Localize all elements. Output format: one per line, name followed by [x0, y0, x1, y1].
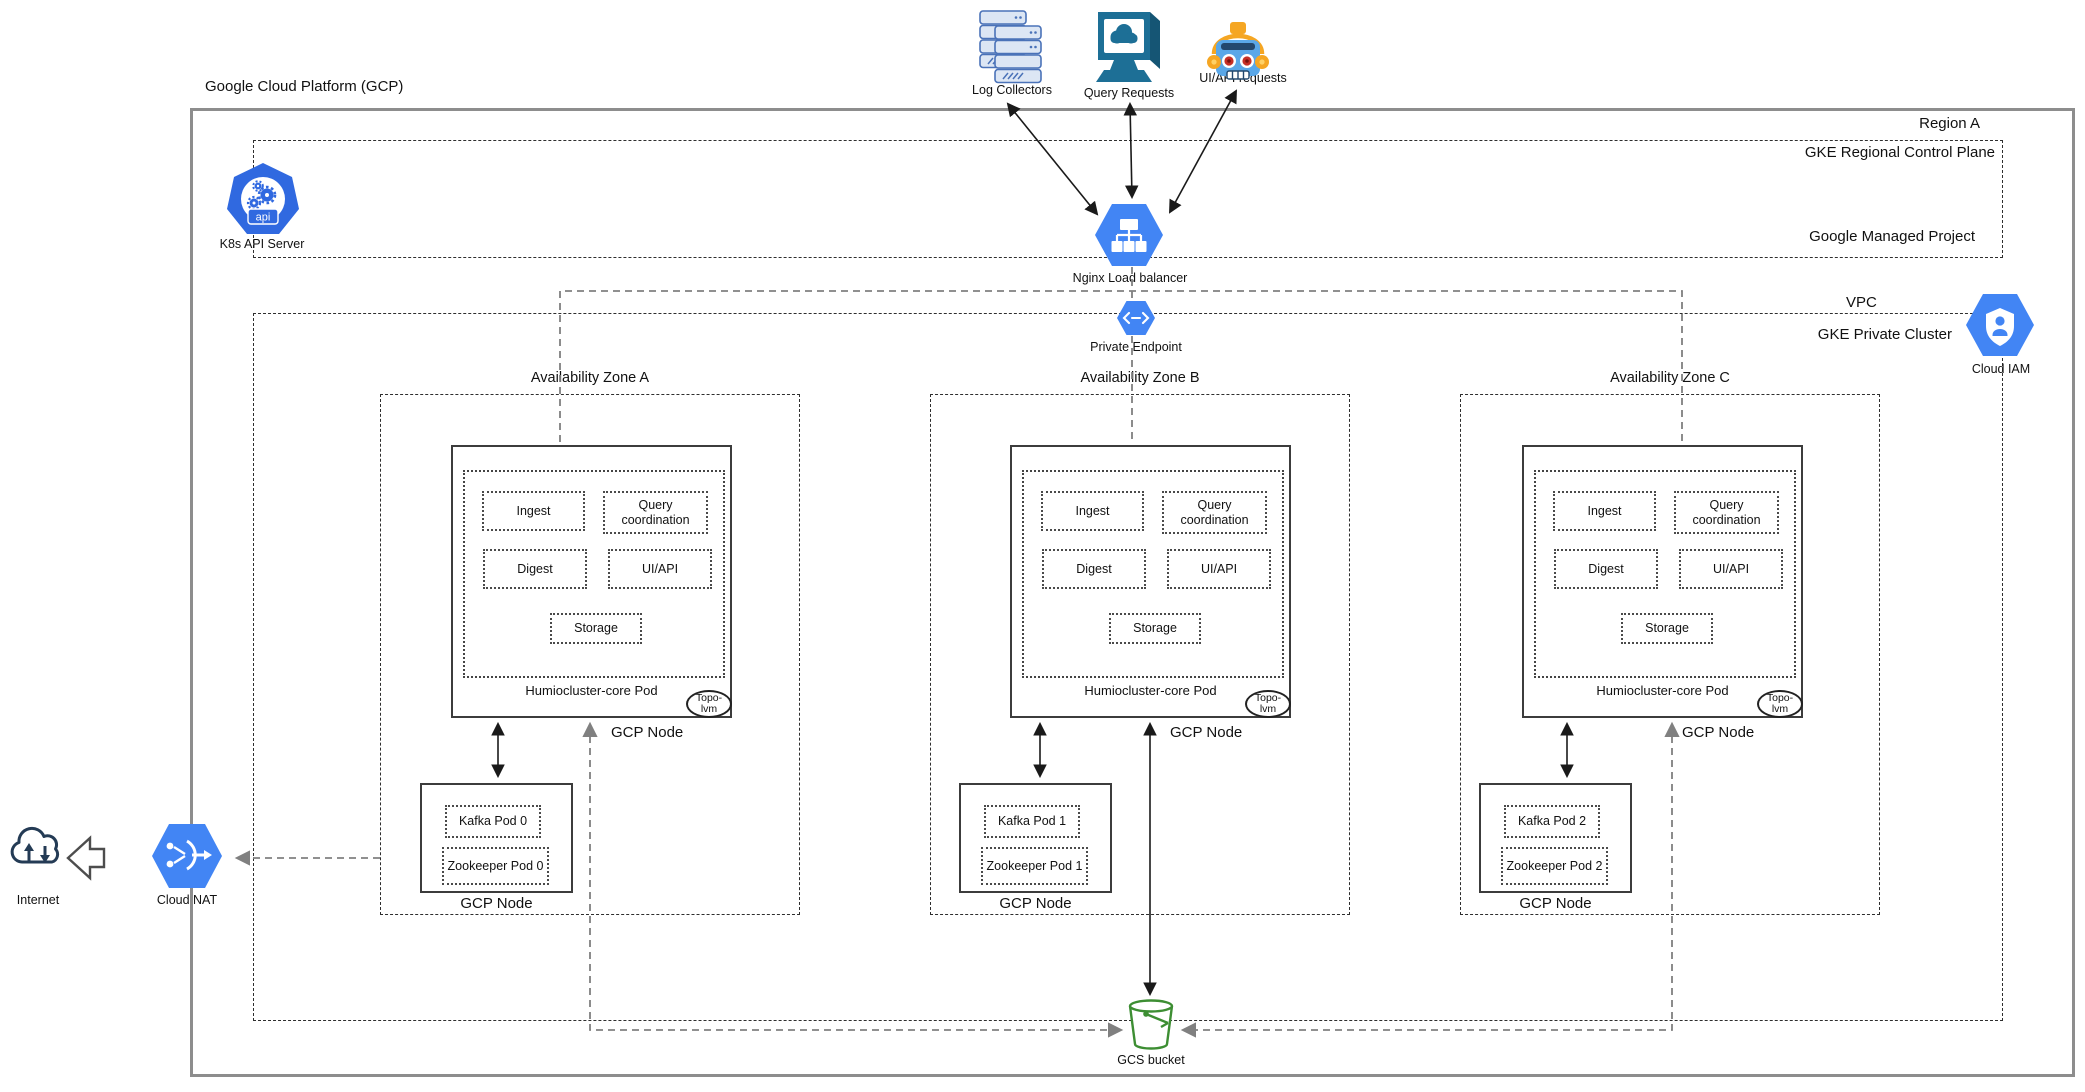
topo-lvm-badge: Topo-lvm: [686, 690, 732, 718]
storage-component: Storage: [1109, 613, 1201, 644]
query-requests-label: Query Requests: [1083, 86, 1175, 100]
ingest-component: Ingest: [1041, 491, 1144, 531]
internet-cloud-icon: [10, 826, 60, 864]
core-node-label: GCP Node: [1682, 724, 1755, 741]
digest-component: Digest: [1554, 549, 1658, 589]
kafka-gcp-node: Kafka Pod 0 Zookeeper Pod 0: [420, 783, 573, 893]
query-coordination-component: Query coordination: [1162, 491, 1267, 534]
kafka-gcp-node: Kafka Pod 1 Zookeeper Pod 1: [959, 783, 1112, 893]
region-label: Region A: [1919, 115, 1980, 132]
kafka-pod: Kafka Pod 0: [445, 805, 541, 838]
availability-zone-a: Availability Zone A Ingest Query coordin…: [380, 370, 800, 915]
storage-component: Storage: [1621, 613, 1713, 644]
query-coordination-component: Query coordination: [603, 491, 708, 534]
topo-lvm-badge: Topo-lvm: [1245, 690, 1291, 718]
log-collectors-label: Log Collectors: [972, 83, 1052, 97]
zone-label: Availability Zone A: [530, 370, 650, 386]
private-cluster-label: GKE Private Cluster: [1817, 326, 1952, 343]
ui-api-component: UI/API: [1679, 549, 1783, 589]
zookeeper-pod: Zookeeper Pod 1: [981, 847, 1088, 885]
internet-label: Internet: [16, 893, 60, 907]
core-node-label: GCP Node: [611, 724, 684, 741]
load-balancer-label: Nginx Load balancer: [1072, 271, 1188, 285]
storage-component: Storage: [550, 613, 642, 644]
digest-component: Digest: [483, 549, 587, 589]
ingest-component: Ingest: [482, 491, 585, 531]
ui-api-component: UI/API: [1167, 549, 1271, 589]
kafka-node-label: GCP Node: [1519, 895, 1592, 912]
kafka-node-label: GCP Node: [999, 895, 1072, 912]
kafka-pod: Kafka Pod 2: [1504, 805, 1600, 838]
private-endpoint-label: Private Endpoint: [1090, 340, 1182, 354]
core-gcp-node: Ingest Query coordination Digest UI/API …: [1522, 445, 1803, 718]
zone-label: Availability Zone C: [1610, 370, 1730, 386]
cloud-nat-label: Cloud NAT: [156, 893, 218, 907]
kafka-gcp-node: Kafka Pod 2 Zookeeper Pod 2: [1479, 783, 1632, 893]
server-stack-icon: [979, 10, 1042, 84]
digest-component: Digest: [1042, 549, 1146, 589]
egress-block-arrow-icon: [66, 835, 106, 881]
cloud-iam-label: Cloud IAM: [1971, 362, 2031, 376]
zookeeper-pod: Zookeeper Pod 0: [442, 847, 549, 885]
topo-lvm-badge: Topo-lvm: [1757, 690, 1803, 718]
vpc-label: VPC: [1846, 294, 1877, 311]
kafka-pod: Kafka Pod 1: [984, 805, 1080, 838]
pod-label: Humiocluster-core Pod: [1084, 683, 1217, 698]
zookeeper-pod: Zookeeper Pod 2: [1501, 847, 1608, 885]
managed-project-label: Google Managed Project: [1809, 228, 1975, 245]
humiocluster-core-pod-box: Ingest Query coordination Digest UI/API …: [1022, 470, 1284, 678]
core-gcp-node: Ingest Query coordination Digest UI/API …: [1010, 445, 1291, 718]
availability-zone-c: Availability Zone C Ingest Query coordin…: [1460, 370, 1880, 915]
humiocluster-core-pod-box: Ingest Query coordination Digest UI/API …: [463, 470, 725, 678]
pod-label: Humiocluster-core Pod: [525, 683, 658, 698]
kafka-node-label: GCP Node: [460, 895, 533, 912]
monitor-cloud-icon: [1096, 12, 1160, 82]
zone-label: Availability Zone B: [1080, 370, 1200, 386]
control-plane-label: GKE Regional Control Plane: [1804, 144, 1995, 161]
pod-label: Humiocluster-core Pod: [1596, 683, 1729, 698]
diagram-title: Google Cloud Platform (GCP): [205, 78, 404, 95]
humiocluster-core-pod-box: Ingest Query coordination Digest UI/API …: [1534, 470, 1796, 678]
gcs-bucket-label: GCS bucket: [1117, 1053, 1185, 1067]
ui-api-component: UI/API: [608, 549, 712, 589]
k8s-api-server-label: K8s API Server: [219, 237, 305, 251]
core-node-label: GCP Node: [1170, 724, 1243, 741]
query-coordination-component: Query coordination: [1674, 491, 1779, 534]
core-gcp-node: Ingest Query coordination Digest UI/API …: [451, 445, 732, 718]
ui-api-requests-label: UI/API requests: [1199, 71, 1287, 85]
ingest-component: Ingest: [1553, 491, 1656, 531]
availability-zone-b: Availability Zone B Ingest Query coordin…: [930, 370, 1350, 915]
